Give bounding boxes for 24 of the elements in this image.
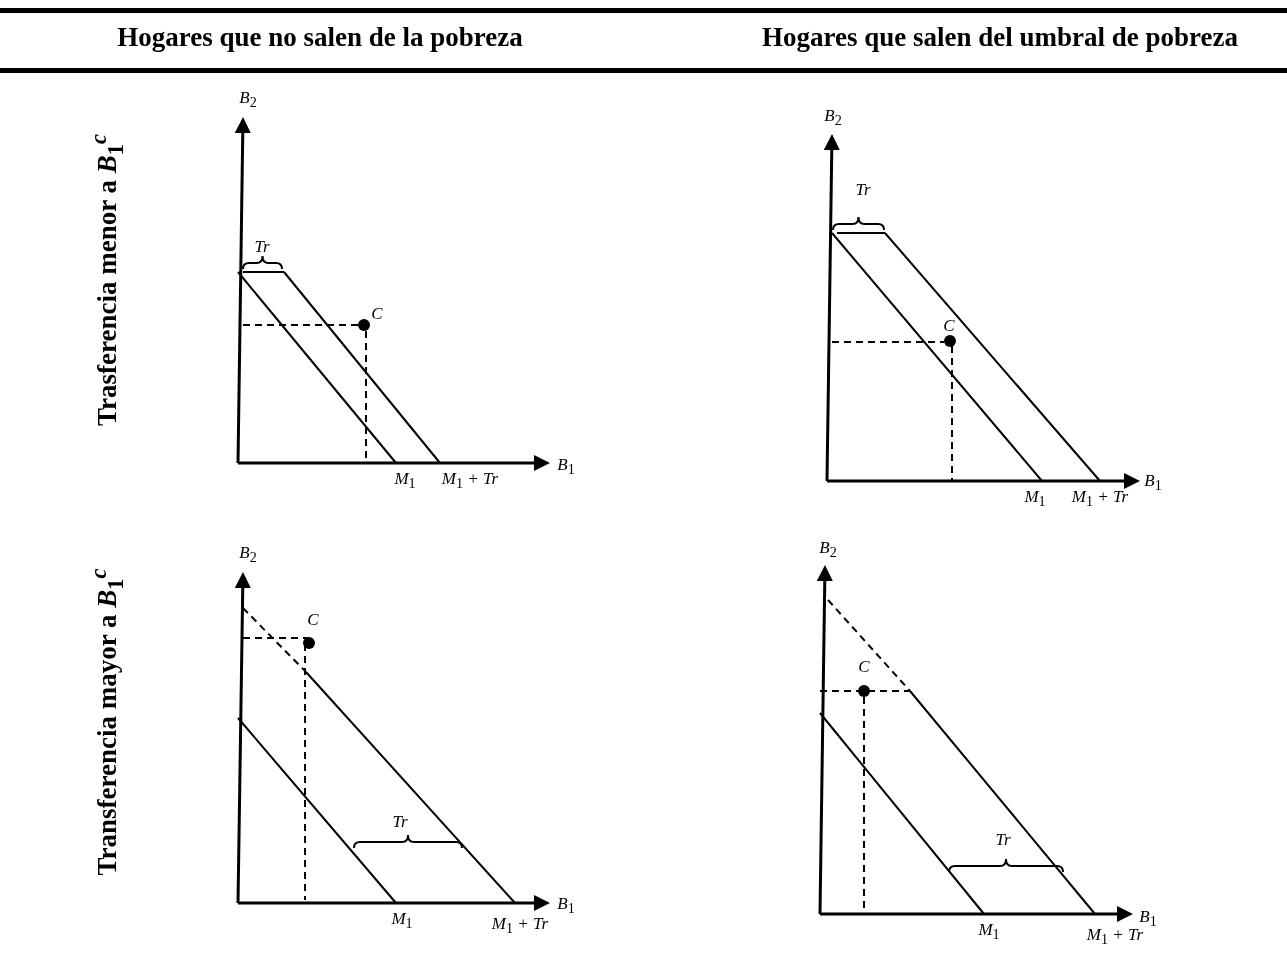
- axis-label: B$_{2}$: [239, 89, 257, 111]
- point-label: C: [858, 657, 870, 677]
- tick-label: M$_{1}$ + Tr: [491, 915, 549, 937]
- point-label: C: [943, 316, 955, 336]
- axis-label: B$_{1}$: [557, 456, 575, 478]
- tick-label: M$_{1}$ + Tr: [1071, 488, 1129, 510]
- tick-label: M$_{1}$: [391, 910, 413, 932]
- axis-label: B$_{1}$: [557, 895, 575, 917]
- tick-label: M$_{1}$ + Tr: [441, 470, 499, 492]
- axis-label: B$_{1}$: [1144, 472, 1162, 494]
- point-label: C: [307, 610, 319, 630]
- point-label: C: [371, 304, 383, 324]
- brace-label: Tr: [392, 812, 408, 832]
- column-header: Hogares que no salen de la pobreza: [117, 23, 523, 53]
- column-header: Hogares que salen del umbral de pobreza: [762, 23, 1238, 53]
- axis-label: B$_{2}$: [819, 539, 837, 561]
- tick-label: M$_{1}$: [394, 470, 416, 492]
- brace-label: Tr: [254, 237, 270, 257]
- brace-label: Tr: [855, 180, 871, 200]
- brace-label: Tr: [995, 830, 1011, 850]
- axis-label: B$_{2}$: [239, 544, 257, 566]
- tick-label: M$_{1}$: [978, 921, 1000, 943]
- tick-label: M$_{1}$: [1024, 488, 1046, 510]
- axis-label: B$_{2}$: [824, 107, 842, 129]
